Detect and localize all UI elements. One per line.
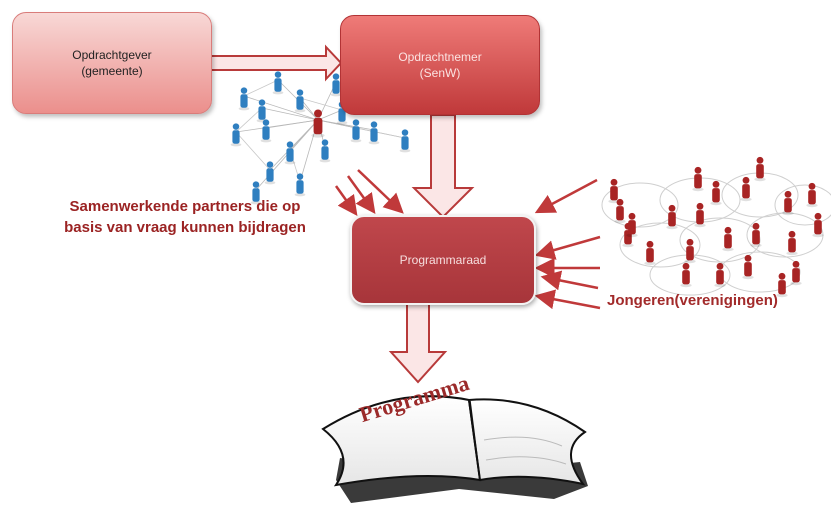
- network-link: [317, 109, 343, 121]
- arrow-opdrachtgever-to-opdrachtnemer: [210, 44, 343, 82]
- youth-arrow: [540, 270, 599, 291]
- youth-network-illustration: [601, 156, 831, 298]
- youth-person-icon: [710, 180, 722, 206]
- partner-person-icon: [284, 141, 296, 165]
- youth-person-icon: [742, 254, 754, 280]
- youth-arrow: [534, 178, 598, 214]
- youth-person-icon: [740, 176, 752, 202]
- youth-person-icon: [692, 166, 704, 192]
- partner-person-icon: [264, 161, 276, 185]
- partner-arrow: [346, 175, 376, 215]
- youth-person-icon: [666, 204, 678, 230]
- partner-person-icon: [350, 119, 362, 143]
- programmaraad-box: Programmaraad: [350, 215, 536, 305]
- network-link: [261, 107, 319, 121]
- youth-person-icon: [786, 230, 798, 256]
- youth-person-icon: [812, 212, 824, 238]
- youth-person-icon: [754, 156, 766, 182]
- partner-person-icon: [238, 87, 250, 111]
- jongeren-label: Jongeren(verenigingen): [607, 292, 778, 309]
- partner-arrow: [334, 185, 358, 217]
- open-book-icon: [321, 395, 588, 503]
- partner-person-icon: [399, 129, 411, 153]
- youth-person-icon: [644, 240, 656, 266]
- network-ring: [774, 184, 831, 226]
- opdrachtnemer-box: Opdrachtnemer (SenW): [340, 15, 540, 115]
- partners-label: Samenwerkende partners die op basis van …: [50, 196, 320, 238]
- network-link: [299, 97, 343, 111]
- opdrachtgever-title: Opdrachtgever: [72, 48, 152, 62]
- youth-person-icon: [680, 262, 692, 288]
- partner-person-icon: [294, 173, 306, 197]
- partner-person-icon: [294, 89, 306, 113]
- partner-person-icon: [330, 73, 342, 97]
- opdrachtgever-subtitle: (gemeente): [81, 64, 143, 78]
- partner-person-icon: [250, 181, 262, 205]
- partners-label-line2: basis van vraag kunnen bijdragen: [64, 219, 306, 236]
- partner-hub-person-icon: [311, 109, 325, 138]
- youth-person-icon: [776, 272, 788, 298]
- youth-person-icon: [722, 226, 734, 252]
- partner-arrow: [357, 169, 404, 214]
- partner-person-icon: [272, 71, 284, 95]
- network-ring: [601, 182, 679, 228]
- youth-person-icon: [694, 202, 706, 228]
- network-link: [235, 131, 271, 171]
- youth-arrow: [534, 289, 601, 310]
- youth-person-icon: [626, 212, 638, 238]
- partners-label-line1: Samenwerkende partners die op: [69, 198, 301, 215]
- network-ring: [746, 212, 824, 258]
- programmaraad-title: Programmaraad: [399, 253, 487, 267]
- network-link: [243, 79, 279, 97]
- network-link: [269, 119, 319, 171]
- youth-person-icon: [782, 190, 794, 216]
- opdrachtgever-box: Opdrachtgever (gemeente): [12, 12, 212, 114]
- partner-person-icon: [368, 121, 380, 145]
- network-ring: [719, 251, 801, 293]
- youth-person-icon: [614, 198, 626, 224]
- partner-person-icon: [230, 123, 242, 147]
- network-link: [265, 119, 319, 129]
- network-ring: [619, 222, 701, 268]
- youth-arrows: [534, 178, 601, 310]
- partner-arrows: [334, 169, 404, 217]
- network-link: [243, 95, 319, 121]
- youth-person-icon: [806, 182, 818, 208]
- network-link: [235, 107, 263, 133]
- opdrachtnemer-title: Opdrachtnemer: [398, 50, 482, 64]
- youth-person-icon: [750, 222, 762, 248]
- opdrachtnemer-subtitle: (SenW): [419, 66, 461, 80]
- arrow-opdrachtnemer-to-programmaraad: [411, 114, 475, 219]
- partner-person-icon: [260, 119, 272, 143]
- partner-network-illustration: [230, 71, 411, 205]
- youth-arrow: [534, 235, 601, 260]
- network-link: [355, 127, 406, 139]
- youth-person-icon: [790, 260, 802, 286]
- youth-person-icon: [608, 178, 620, 204]
- youth-person-icon: [714, 262, 726, 288]
- partner-person-icon: [319, 139, 331, 163]
- youth-person-icon: [684, 238, 696, 264]
- arrow-programmaraad-to-programma: [388, 302, 448, 384]
